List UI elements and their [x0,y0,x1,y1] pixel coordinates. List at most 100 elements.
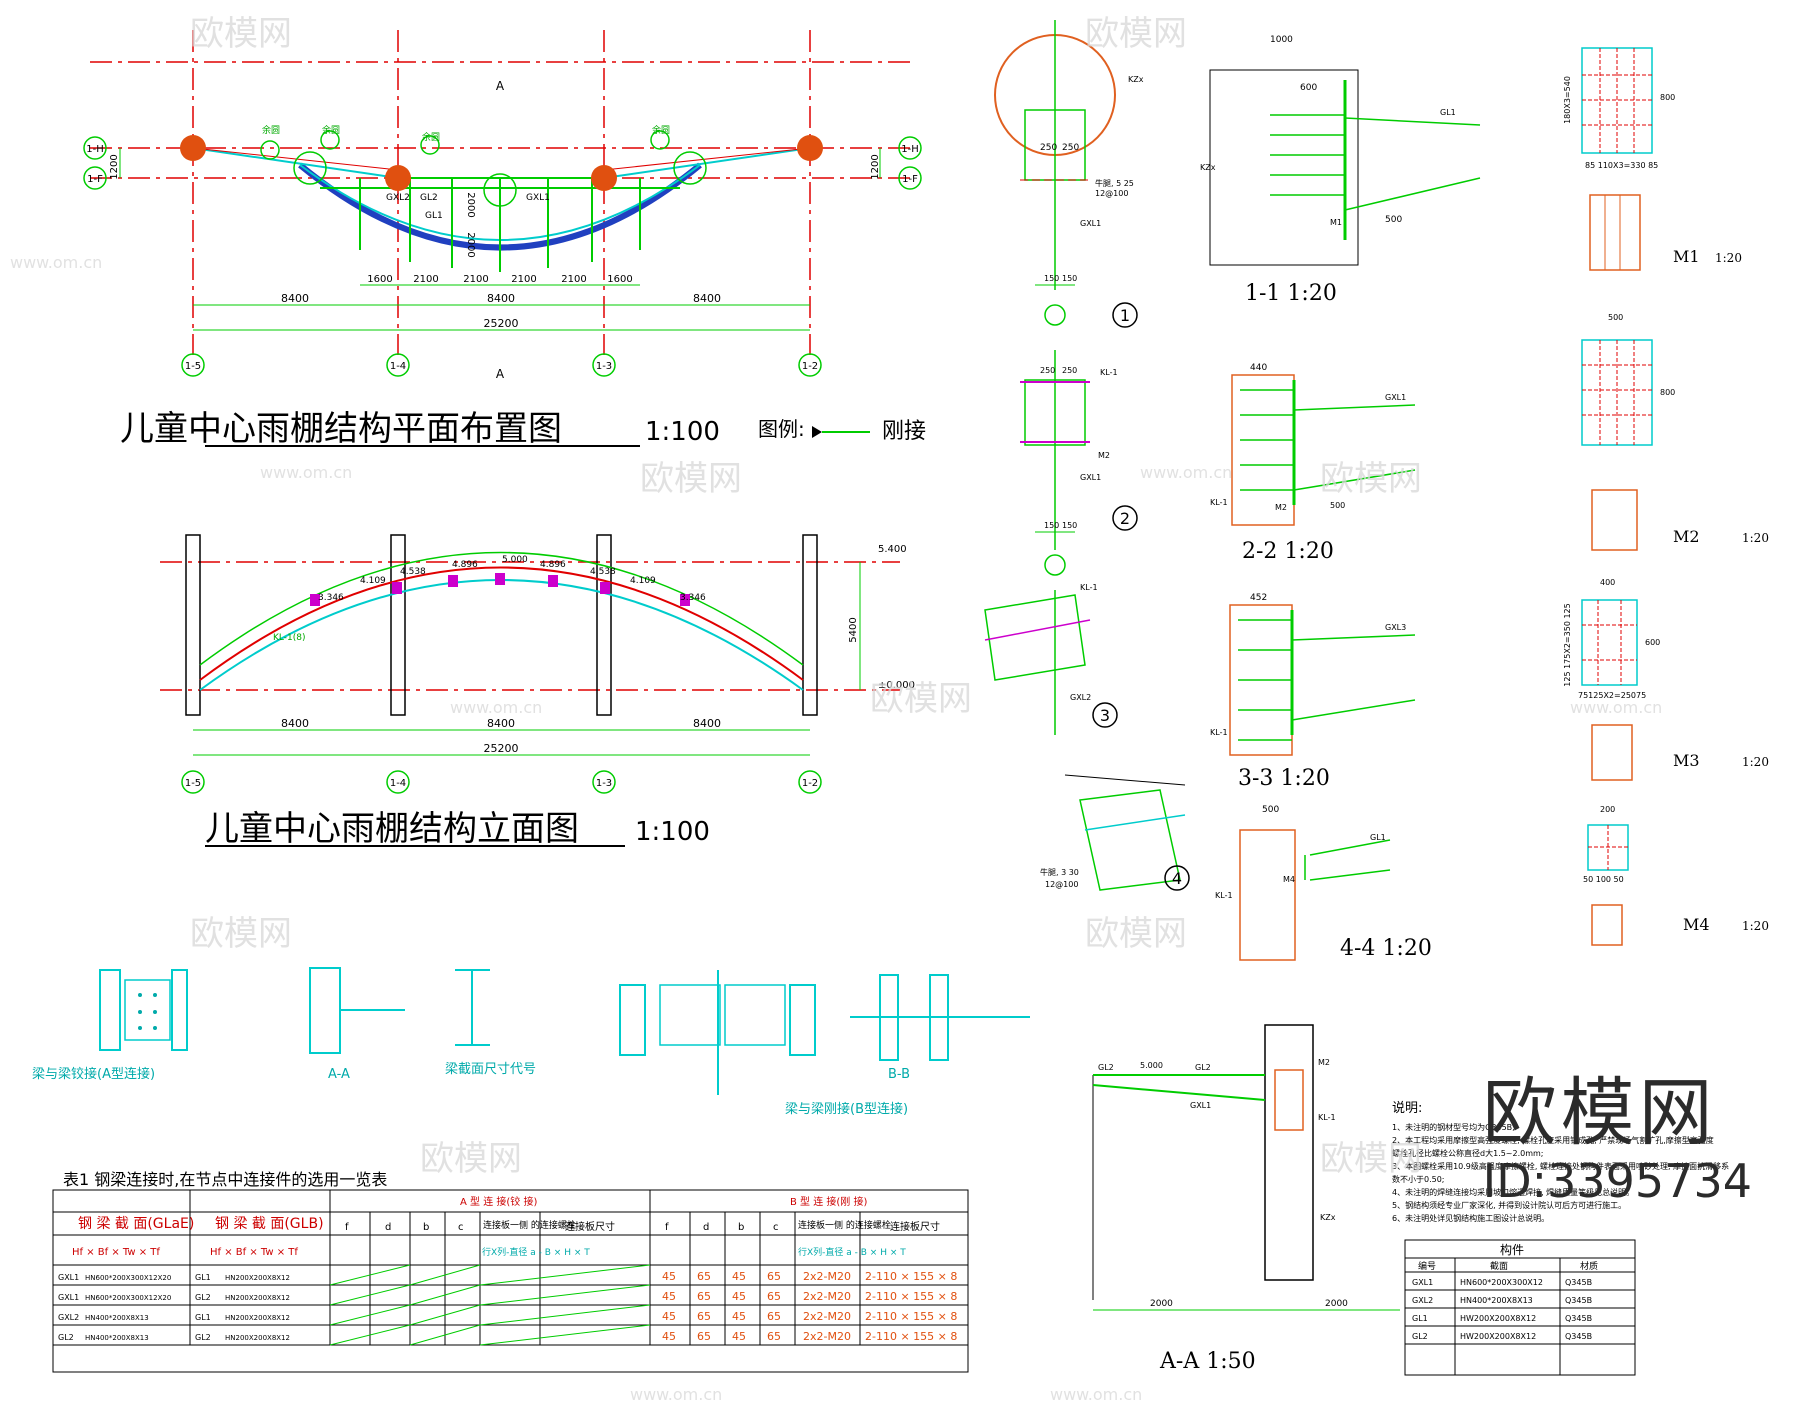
rigid-joint-symbol [812,426,822,438]
member-tag: KZx [1128,75,1144,84]
watermark-url: www.om.cn [1570,698,1662,717]
note-line: 2、本工程均采用摩擦型高强度螺栓, 螺栓孔应采用钻成孔, 严禁现场气割扩孔,摩擦… [1392,1135,1714,1145]
dim-text: 8400 [281,717,309,730]
table-cell-c: 65 [767,1330,781,1343]
table-group: B 型 连 接(刚 接) [790,1195,867,1208]
member-tag: GXL1 [1080,219,1101,228]
table-cell-b-sec: HN200X200X8X12 [225,1274,290,1282]
dim-text: 250 [1062,366,1077,375]
elevation-scale: 1:100 [635,817,710,847]
column-node [591,165,617,191]
table-cell-a-sec: HN600*200X300X12X20 [85,1274,171,1282]
elev-label: 5.000 [1140,1061,1163,1070]
dim-text: 150 [1062,521,1077,530]
watermark-brand: 欧模网 [1085,14,1187,54]
elev-label: 4.538 [590,567,616,577]
arch-tag: KL-1(8) [273,633,305,643]
elev-label: 4.109 [360,576,386,586]
watermark-brand: 欧模网 [420,1139,522,1179]
dim-text: 2100 [561,274,586,285]
plates: 180X3=540 85 110X3=330 85 800 M1 1:20 50… [1563,47,1769,946]
dim-text: 1200 [870,154,881,179]
note-tag: 余圆 [422,131,440,143]
member-table-cell: HN400*200X8X13 [1460,1296,1533,1305]
elev-label: 3.346 [318,593,344,603]
table-cell-plate: 2-110 × 155 × 8 [865,1290,957,1303]
elev-label: 5.000 [502,555,528,565]
table-cell-b-id: GL2 [195,1333,211,1342]
table-subheader: Hf × Bf × Tw × Tf [210,1247,298,1258]
table-col: b [738,1222,744,1233]
watermark-brand: 欧模网 [640,459,742,499]
member-tag: GXL3 [1385,623,1406,632]
dim-text: 8400 [487,292,515,305]
member-tag: M2 [1098,451,1110,460]
table-col: 连接板一侧 的连接螺栓 [798,1219,891,1231]
member-tag: GL1 [1370,833,1386,842]
dim-text: 500 [1262,805,1279,815]
plate-scale: 1:20 [1742,755,1769,769]
plate-dim: 85 110X3=330 85 [1585,161,1658,170]
member-table-cell: GL1 [1412,1314,1428,1323]
connection-table: 表1 钢梁连接时,在节点中连接件的选用一览表 钢 梁 截 面(GLaE) [52,1170,969,1373]
member-tag: GL2 [1098,1063,1114,1072]
table-col: 连接板尺寸 [890,1220,940,1233]
note-line: 5、钢结构须经专业厂家深化, 并得到设计院认可后方可进行施工。 [1392,1200,1626,1210]
table-col: d [703,1222,709,1233]
member-tag: GXL2 [386,193,410,203]
axis-label: 1-5 [185,361,201,372]
dim-text: 8400 [281,292,309,305]
weld-note: 12@100 [1095,189,1128,198]
table-col: 连接板尺寸 [565,1220,615,1233]
dim-text: 8400 [693,292,721,305]
member-table-cell: HN600*200X300X12 [1460,1278,1543,1287]
section-label: B-B [888,1067,910,1082]
table-cell-b-sec: HN200X200X8X12 [225,1294,290,1302]
axis-label: 1-5 [185,778,201,789]
column-node [180,135,206,161]
plate-label: M2 [1673,527,1700,546]
table-cell-c: 65 [767,1290,781,1303]
section-title: 4-4 1:20 [1340,936,1432,961]
plate-dim: 75125X2=25075 [1578,691,1646,700]
dim-text: 2100 [511,274,536,285]
dim-text: 250 [1062,143,1079,153]
dim-text: 8400 [487,717,515,730]
member-tag: GL2 [1195,1063,1211,1072]
dim-text: 440 [1250,363,1267,373]
table-cell-c: 65 [767,1270,781,1283]
plan-scale: 1:100 [645,417,720,447]
dim-text: 600 [1300,83,1317,93]
note-tag: 余圆 [322,124,340,136]
weld-note: 牛腿, 3 30 [1040,867,1079,877]
member-tag: KZx [1200,163,1216,172]
watermark-brand: 欧模网 [190,14,292,54]
watermark-brand: 欧模网 [1320,1139,1422,1179]
table-cell-b: 45 [732,1310,746,1323]
sections: 1000 600 500 GL1 KZx M1 1-1 1:20 440 GXL… [1092,35,1481,1374]
member-table-head: 材质 [1580,1260,1598,1272]
table-col: f [665,1222,669,1233]
top-elev: 5.400 [878,544,907,555]
table-cell-d: 65 [697,1310,711,1323]
table-cell-d: 65 [697,1290,711,1303]
member-table-head: 截面 [1490,1260,1508,1272]
table-cell-b-id: GL1 [195,1273,211,1282]
plate-scale: 1:20 [1742,531,1769,545]
dim-text: 2000 [465,232,476,257]
dim-text: 1600 [607,274,632,285]
table-header: 钢 梁 截 面(GLB) [215,1216,324,1232]
plate-label: M1 [1673,247,1700,266]
node-number: 2 [1120,509,1130,528]
table-cell-a-sec: HN400*200X8X13 [85,1334,149,1342]
legend-item: 刚接 [882,419,926,444]
member-table-cell: Q345B [1565,1278,1592,1287]
section-title: 1-1 1:20 [1245,281,1337,306]
table-col: c [773,1222,779,1233]
weld-note: 牛腿, 5 25 [1095,178,1134,188]
member-tag: M4 [1283,875,1295,884]
member-tag: KL-1 [1210,498,1228,507]
column-node [797,135,823,161]
